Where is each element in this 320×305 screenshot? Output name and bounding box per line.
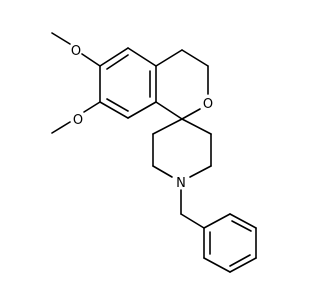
atom-label-o-bottom: O: [73, 113, 83, 128]
bond-ar-spiro: [155, 101, 183, 120]
bond-ph-4: [229, 257, 257, 273]
bond-o-aryl-bottom: [83, 101, 101, 113]
bond-methyl-bottom: [51, 121, 71, 134]
bond-ch2-ph: [180, 213, 205, 229]
atom-label-n: N: [176, 176, 186, 191]
bond-ph-1: [203, 213, 231, 229]
bond-ph-double-2: [229, 254, 251, 267]
bond-ar-double-3: [106, 98, 129, 112]
bond-pip-3: [152, 165, 173, 178]
bond-ph-2: [229, 213, 257, 229]
bond-pip-6: [181, 118, 212, 135]
bond-ph-5: [203, 257, 231, 273]
bond-ph-double-1: [231, 220, 252, 232]
bond-o-spiro: [181, 108, 201, 120]
bond-ar-2: [127, 47, 157, 67]
atom-label-o-top: O: [71, 44, 81, 59]
bond-o-aryl-top: [81, 53, 101, 67]
bond-pip-1: [152, 118, 183, 135]
bond-ar-5: [99, 101, 129, 119]
molecule-drawing: O O O N: [51, 32, 257, 273]
atom-label-o-ring: O: [203, 97, 213, 112]
bond-ar-1: [99, 47, 129, 67]
bond-ch2-2: [181, 49, 209, 67]
bond-pip-4: [189, 165, 212, 178]
bond-methyl-top: [51, 32, 71, 45]
bond-lines: [51, 32, 257, 273]
bond-ch2-1: [155, 49, 183, 67]
bond-ar-4: [127, 101, 157, 119]
bond-ar-double-1: [106, 54, 129, 70]
structure-canvas: O O O N: [51, 32, 257, 273]
